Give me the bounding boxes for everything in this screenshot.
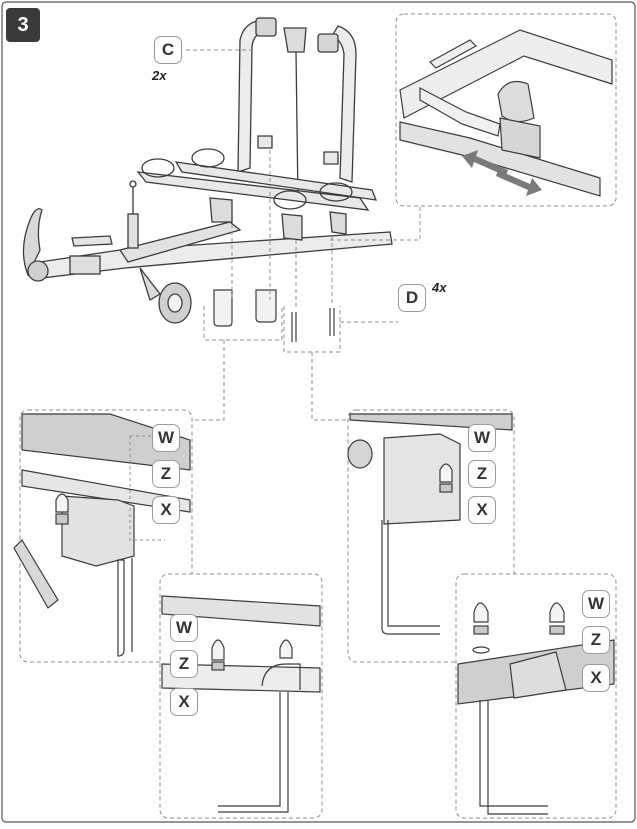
part-label-x: X [152,496,180,524]
part-label-x: X [468,496,496,524]
slide-direction-arrow [462,150,542,196]
part-label-w: W [582,590,610,618]
bike-carrier-illustration [22,17,393,324]
detail-right-bottom [455,573,617,819]
part-label-z: Z [170,650,198,678]
detail-left-top [13,409,193,663]
leader-lines [186,49,421,421]
part-label-w: W [468,424,496,452]
detail-slide-adjust [395,13,617,207]
detail-left-bottom [159,573,323,819]
part-d-quantity: 4x [432,280,447,295]
part-c-quantity: 2x [152,68,167,83]
part-label-x: X [582,664,610,692]
part-label-w: W [170,614,198,642]
u-bolt-exploded-parts [213,289,335,342]
part-label-w: W [152,424,180,452]
part-label-z: Z [152,460,180,488]
part-label-x: X [170,688,198,716]
part-label-z: Z [582,626,610,654]
part-label-d: D [398,284,426,312]
step-number-badge: 3 [6,8,40,42]
part-label-z: Z [468,460,496,488]
part-label-c: C [154,36,182,64]
